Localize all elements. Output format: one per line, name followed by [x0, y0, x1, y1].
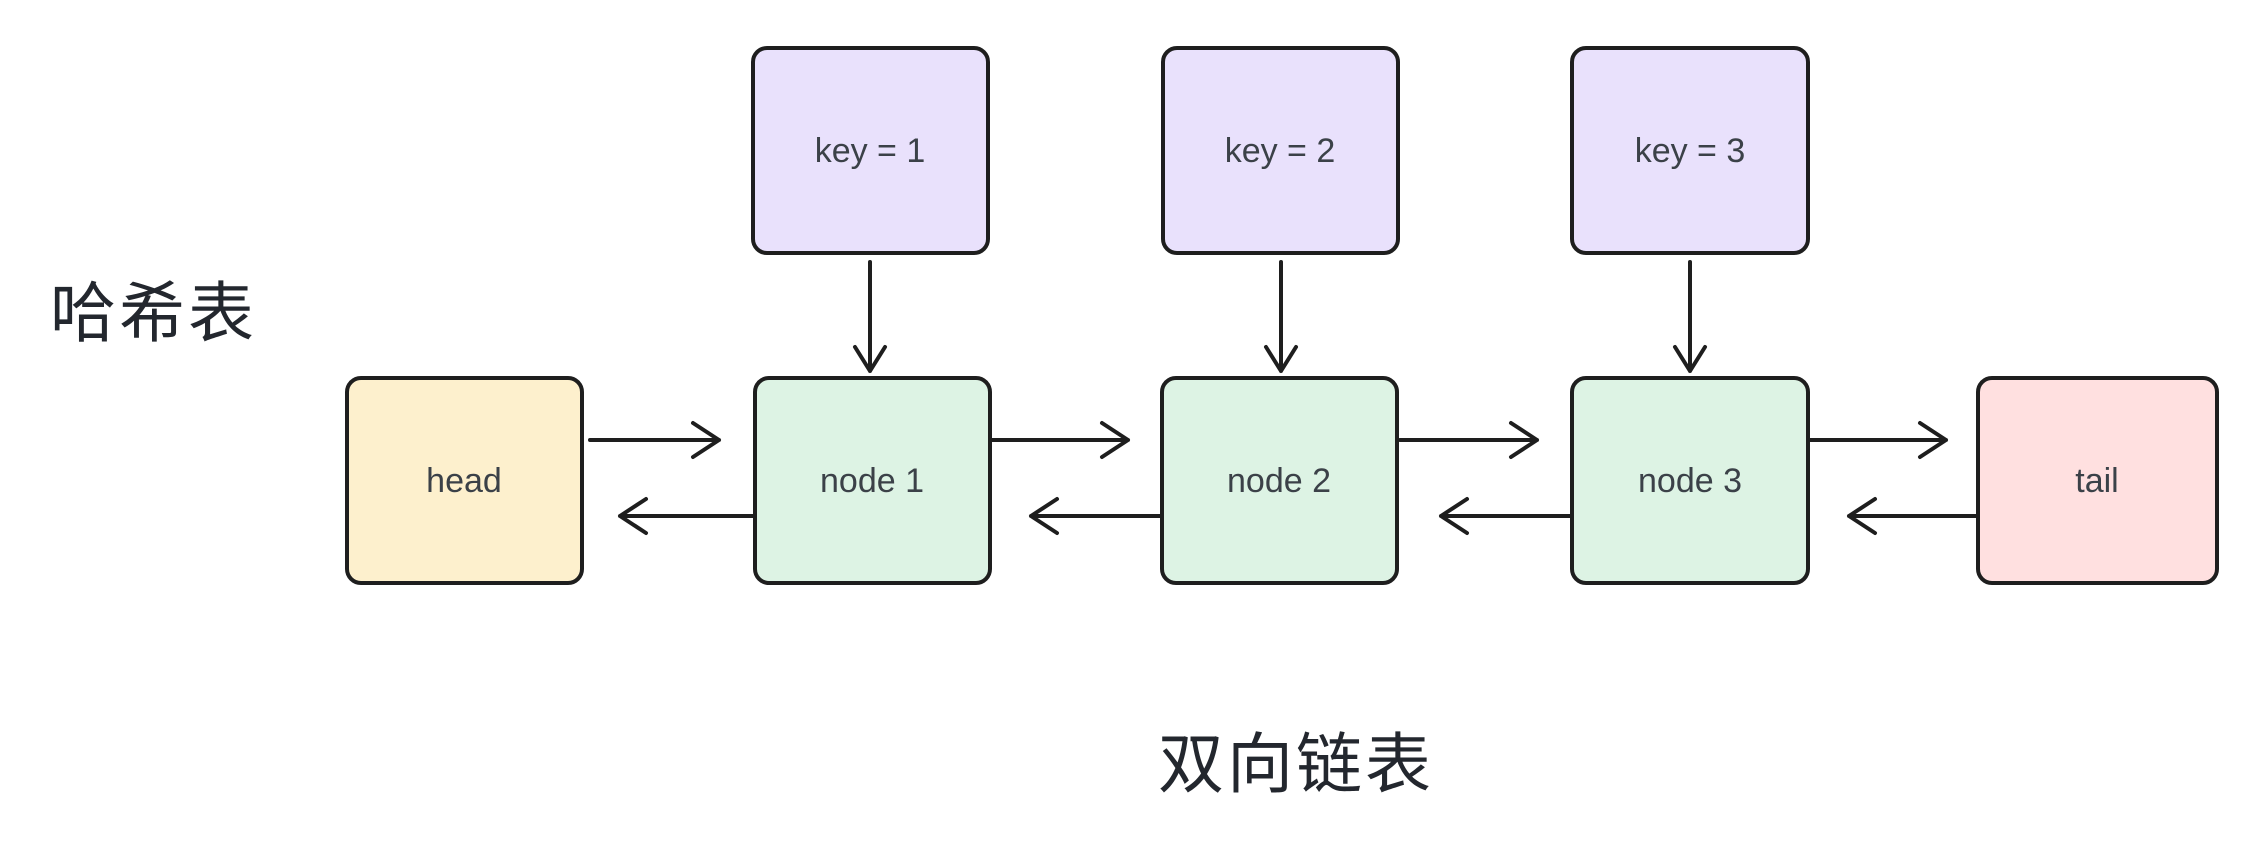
arrow-key3-to-node3 — [1673, 260, 1707, 373]
key-box-1-rect — [751, 46, 990, 255]
key-box-1-label: key = 1 — [815, 132, 926, 170]
node-box-1-label: node 1 — [820, 462, 924, 500]
tail-box-rect — [1976, 376, 2219, 585]
node-box-2-rect — [1160, 376, 1399, 585]
head-box-label: head — [426, 462, 502, 500]
arrow-node3-to-node2-prev — [1439, 497, 1574, 535]
head-box: head — [345, 376, 584, 585]
arrow-tail-to-node3-prev — [1847, 497, 1979, 535]
node-box-3-label: node 3 — [1638, 462, 1742, 500]
arrow-node1-to-node2-next — [988, 421, 1130, 459]
arrow-node3-to-tail-next — [1808, 421, 1948, 459]
tail-box-label: tail — [2075, 462, 2118, 500]
node-box-2: node 2 — [1160, 376, 1399, 585]
key-box-3-label: key = 3 — [1635, 132, 1746, 170]
key-box-1: key = 1 — [751, 46, 990, 255]
key-box-2-label: key = 2 — [1225, 132, 1336, 170]
key-box-2: key = 2 — [1161, 46, 1400, 255]
hash-table-title: 哈希表 — [50, 276, 257, 350]
node-box-1: node 1 — [753, 376, 992, 585]
key-box-3-rect — [1570, 46, 1810, 255]
arrow-key1-to-node1 — [853, 260, 887, 373]
key-box-3: key = 3 — [1570, 46, 1810, 255]
node-box-3-rect — [1570, 376, 1810, 585]
arrow-node2-to-node1-prev — [1029, 497, 1164, 535]
arrow-head-to-node1-next — [588, 421, 721, 459]
arrow-node1-to-head-prev — [618, 497, 755, 535]
tail-box: tail — [1976, 376, 2219, 585]
arrow-key2-to-node2 — [1264, 260, 1298, 373]
doubly-linked-list-title: 双向链表 — [1158, 727, 1434, 801]
node-box-2-label: node 2 — [1227, 462, 1331, 500]
node-box-3: node 3 — [1570, 376, 1810, 585]
node-box-1-rect — [753, 376, 992, 585]
head-box-rect — [345, 376, 584, 585]
arrow-node2-to-node3-next — [1398, 421, 1539, 459]
key-box-2-rect — [1161, 46, 1400, 255]
